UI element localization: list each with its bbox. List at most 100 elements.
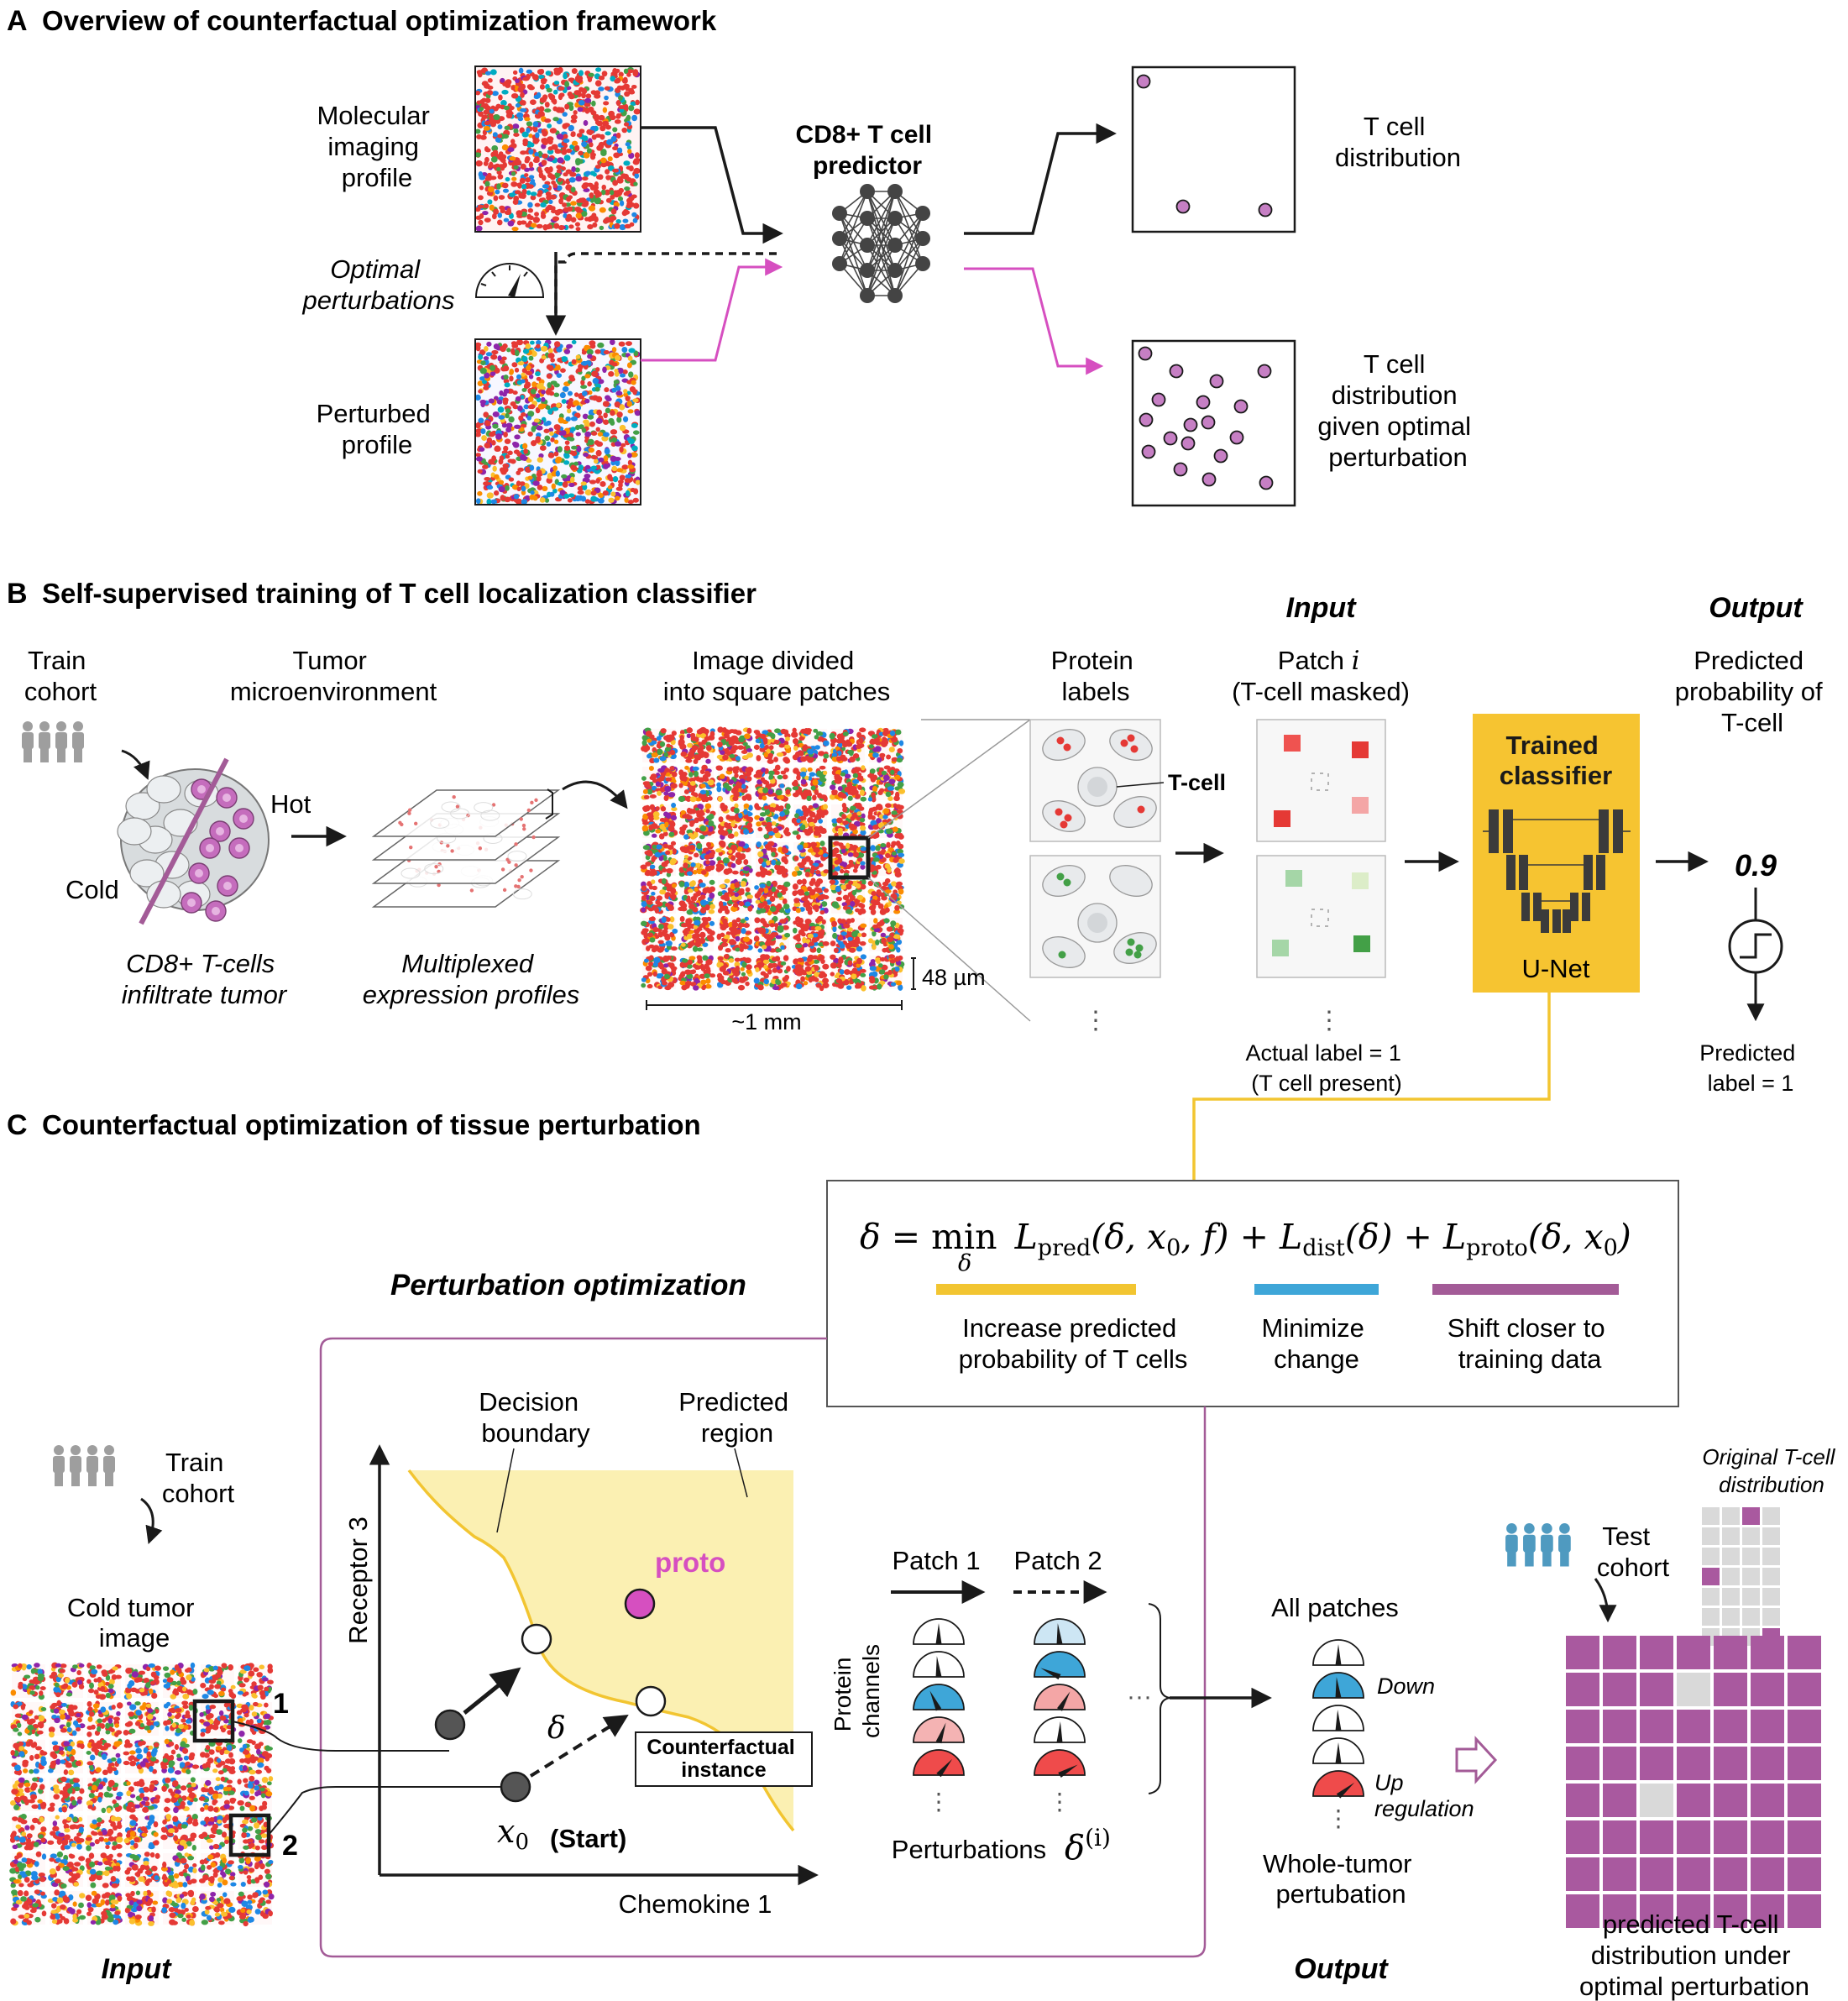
neural-network-icon xyxy=(832,184,930,303)
original-dist-label: Original T-cell distribution xyxy=(1702,1444,1840,1497)
predicted-region xyxy=(409,1470,793,1831)
input-label-c: Input xyxy=(101,1953,172,1985)
proto-label: proto xyxy=(655,1547,725,1578)
cold-tumor-patch-grid xyxy=(9,1662,275,1927)
counterfactual-point-1 xyxy=(521,1623,552,1655)
patch2-label: Patch 2 xyxy=(1013,1546,1102,1575)
cold-tumor-label: Cold tumor image xyxy=(67,1593,202,1653)
predicted-region-label: Predicted region xyxy=(678,1387,796,1448)
test-cohort-icon xyxy=(1505,1523,1571,1567)
perturbation-frame xyxy=(319,1337,1207,1958)
tcell-distribution-opt-dots xyxy=(1138,346,1274,490)
patch-2-box xyxy=(228,1813,271,1857)
perturbation-opt-title: Perturbation optimization xyxy=(390,1269,746,1302)
arrow-predictor-to-tcell-opt xyxy=(964,267,1104,375)
infiltrate-label: CD8+ T-cells infiltrate tumor xyxy=(122,949,288,1009)
delta-label: δ xyxy=(547,1711,566,1746)
scale-um-label: 48 µm xyxy=(922,965,986,990)
predicted-dist-label: predicted T-cell distribution under opti… xyxy=(1579,1909,1809,2001)
protein-labels-label: Protein labels xyxy=(1051,646,1141,706)
term-bar-pred xyxy=(936,1284,1136,1295)
perturbed-label: Perturbed profile xyxy=(317,399,438,459)
equation-min-sub: δ xyxy=(958,1250,971,1276)
multiplexed-label: Multiplexed expression profiles xyxy=(363,949,579,1009)
output-header-b: Output xyxy=(1709,592,1804,624)
classifier-to-equation-link xyxy=(1185,993,1551,1202)
tumor-icon xyxy=(117,757,270,925)
cold-label: Cold xyxy=(65,875,119,904)
marker-2: 2 xyxy=(282,1830,298,1862)
term-label-pred: Increase predicted probability of T cell… xyxy=(959,1313,1188,1374)
panel-b: B Self-supervised training of T cell loc… xyxy=(7,578,1830,1202)
panel-b-letter: B xyxy=(7,578,28,610)
up-regulation-label: Up regulation xyxy=(1374,1770,1474,1821)
masked-patches xyxy=(1256,719,1386,978)
scale-mm-label: ~1 mm xyxy=(731,1009,801,1035)
decision-boundary-label: Decision boundary xyxy=(479,1387,590,1448)
equation: δ = min Lpred(δ, x0, f) + Ldist(δ) + Lpr… xyxy=(860,1217,1631,1261)
predicted-label: Predicted label = 1 xyxy=(1699,1040,1802,1096)
hollow-arrow xyxy=(1455,1736,1498,1784)
panel-c-title: Counterfactual optimization of tissue pe… xyxy=(42,1109,701,1140)
all-patches-gauges xyxy=(1312,1639,1364,1799)
arrow-optimal-dashed xyxy=(554,252,777,331)
panel-b-title: Self-supervised training of T cell local… xyxy=(42,578,756,609)
chemokine-axis-label: Chemokine 1 xyxy=(619,1889,772,1919)
term-label-dist: Minimize change xyxy=(1262,1313,1372,1374)
patch-grid-image xyxy=(640,726,906,992)
image-divided-label: Image divided into square patches xyxy=(663,646,891,706)
receptor-axis-label: Receptor 3 xyxy=(343,1516,373,1644)
patch-i-label: Patch i (T-cell masked) xyxy=(1232,646,1410,706)
actual-label: Actual label = 1 (T cell present) xyxy=(1246,1040,1408,1096)
predictor-label: CD8+ T cell predictor xyxy=(796,121,940,180)
term-bar-dist xyxy=(1254,1284,1379,1295)
original-distribution-grid xyxy=(1702,1507,1780,1646)
step-function-icon xyxy=(1728,888,1783,1022)
perturbed-image-dots xyxy=(474,338,641,505)
protein-label-red-patch xyxy=(1029,719,1165,842)
protein-label-green-patch xyxy=(1029,855,1161,978)
people-icon-c xyxy=(53,1445,115,1486)
selected-patch-box xyxy=(828,835,871,880)
term-label-proto: Shift closer to training data xyxy=(1448,1313,1612,1374)
panel-a: A Overview of counterfactual optimizatio… xyxy=(7,5,1471,507)
molecular-label: Molecular imaging profile xyxy=(317,101,437,192)
patch-1-box xyxy=(192,1699,235,1743)
train-cohort-label-b: Train cohort xyxy=(24,646,97,706)
tme-label: Tumor microenvironment xyxy=(230,646,437,706)
multiplexed-layers-icon xyxy=(371,789,561,908)
panel-a-letter: A xyxy=(7,5,28,37)
counterfactual-label: Counterfactual instance xyxy=(647,1736,800,1782)
whole-tumor-label: Whole-tumor pertubation xyxy=(1263,1849,1419,1909)
marker-1: 1 xyxy=(273,1688,289,1720)
protein-channels-label-rot: Protein channels xyxy=(830,1644,884,1738)
predicted-distribution-grid xyxy=(1566,1636,1821,1928)
delta-i-label: δ(i) xyxy=(1065,1824,1111,1867)
hot-label: Hot xyxy=(270,789,311,819)
predicted-prob-label: Predicted probability of T-cell xyxy=(1675,646,1830,737)
gauge-icon xyxy=(474,263,545,298)
tcell-distribution-dots xyxy=(1136,74,1273,217)
unet-label: U-Net xyxy=(1522,954,1590,983)
output-label-c: Output xyxy=(1294,1953,1389,1985)
input-header-b: Input xyxy=(1285,592,1357,624)
patch1-gauges xyxy=(913,1618,965,1778)
x0-label: x0 xyxy=(497,1813,529,1855)
ellipsis-patches: ··· xyxy=(1127,1683,1152,1710)
all-patches-label: All patches xyxy=(1271,1593,1399,1622)
panel-a-title: Overview of counterfactual optimization … xyxy=(42,5,717,36)
trained-classifier-box xyxy=(1473,714,1640,993)
panel-c-letter: C xyxy=(7,1109,28,1141)
trained-classifier-label: Trained classifier xyxy=(1500,731,1612,790)
term-bar-proto xyxy=(1432,1284,1619,1295)
unet-icon xyxy=(1483,809,1631,933)
start-label: (Start) xyxy=(550,1824,626,1853)
patch1-label: Patch 1 xyxy=(892,1546,980,1575)
start-point-2 xyxy=(500,1771,531,1803)
prob-value: 0.9 xyxy=(1735,848,1777,883)
down-label: Down xyxy=(1377,1674,1435,1699)
optimal-label: Optimal perturbations xyxy=(302,254,455,315)
arrow-molecular-to-predictor xyxy=(641,126,783,244)
